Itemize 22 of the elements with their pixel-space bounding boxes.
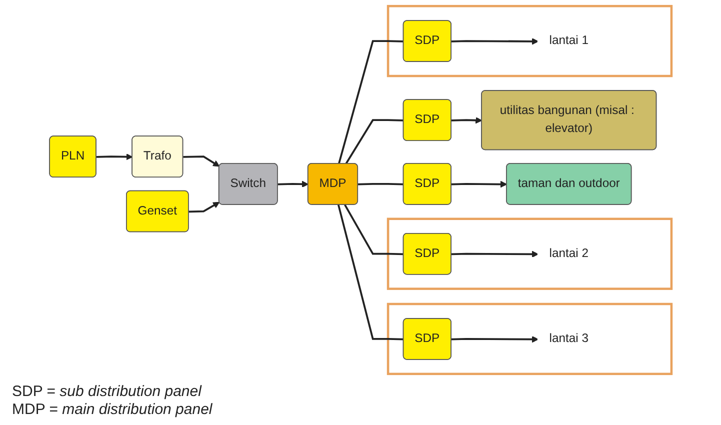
arrow bbox=[278, 180, 308, 188]
node-text: lantai 2 bbox=[549, 247, 588, 260]
arrow bbox=[451, 336, 539, 343]
legend-note: SDP = sub distribution panel bbox=[12, 383, 203, 400]
arrow bbox=[183, 156, 220, 167]
arrow bbox=[96, 153, 133, 160]
connector bbox=[338, 40, 404, 164]
cluster bbox=[386, 302, 673, 376]
node-text: lantai 1 bbox=[549, 34, 588, 48]
arrow bbox=[451, 250, 539, 258]
connector bbox=[345, 119, 404, 164]
connector bbox=[338, 204, 404, 340]
arrow bbox=[451, 116, 482, 124]
node-text: lantai 3 bbox=[549, 332, 588, 346]
connector bbox=[344, 204, 404, 256]
connector bbox=[358, 182, 404, 186]
arrow bbox=[451, 38, 539, 45]
legend-note: MDP = main distribution panel bbox=[12, 401, 214, 418]
arrow bbox=[451, 180, 508, 188]
cluster bbox=[386, 218, 673, 290]
cluster bbox=[386, 4, 673, 78]
arrow bbox=[188, 202, 220, 213]
